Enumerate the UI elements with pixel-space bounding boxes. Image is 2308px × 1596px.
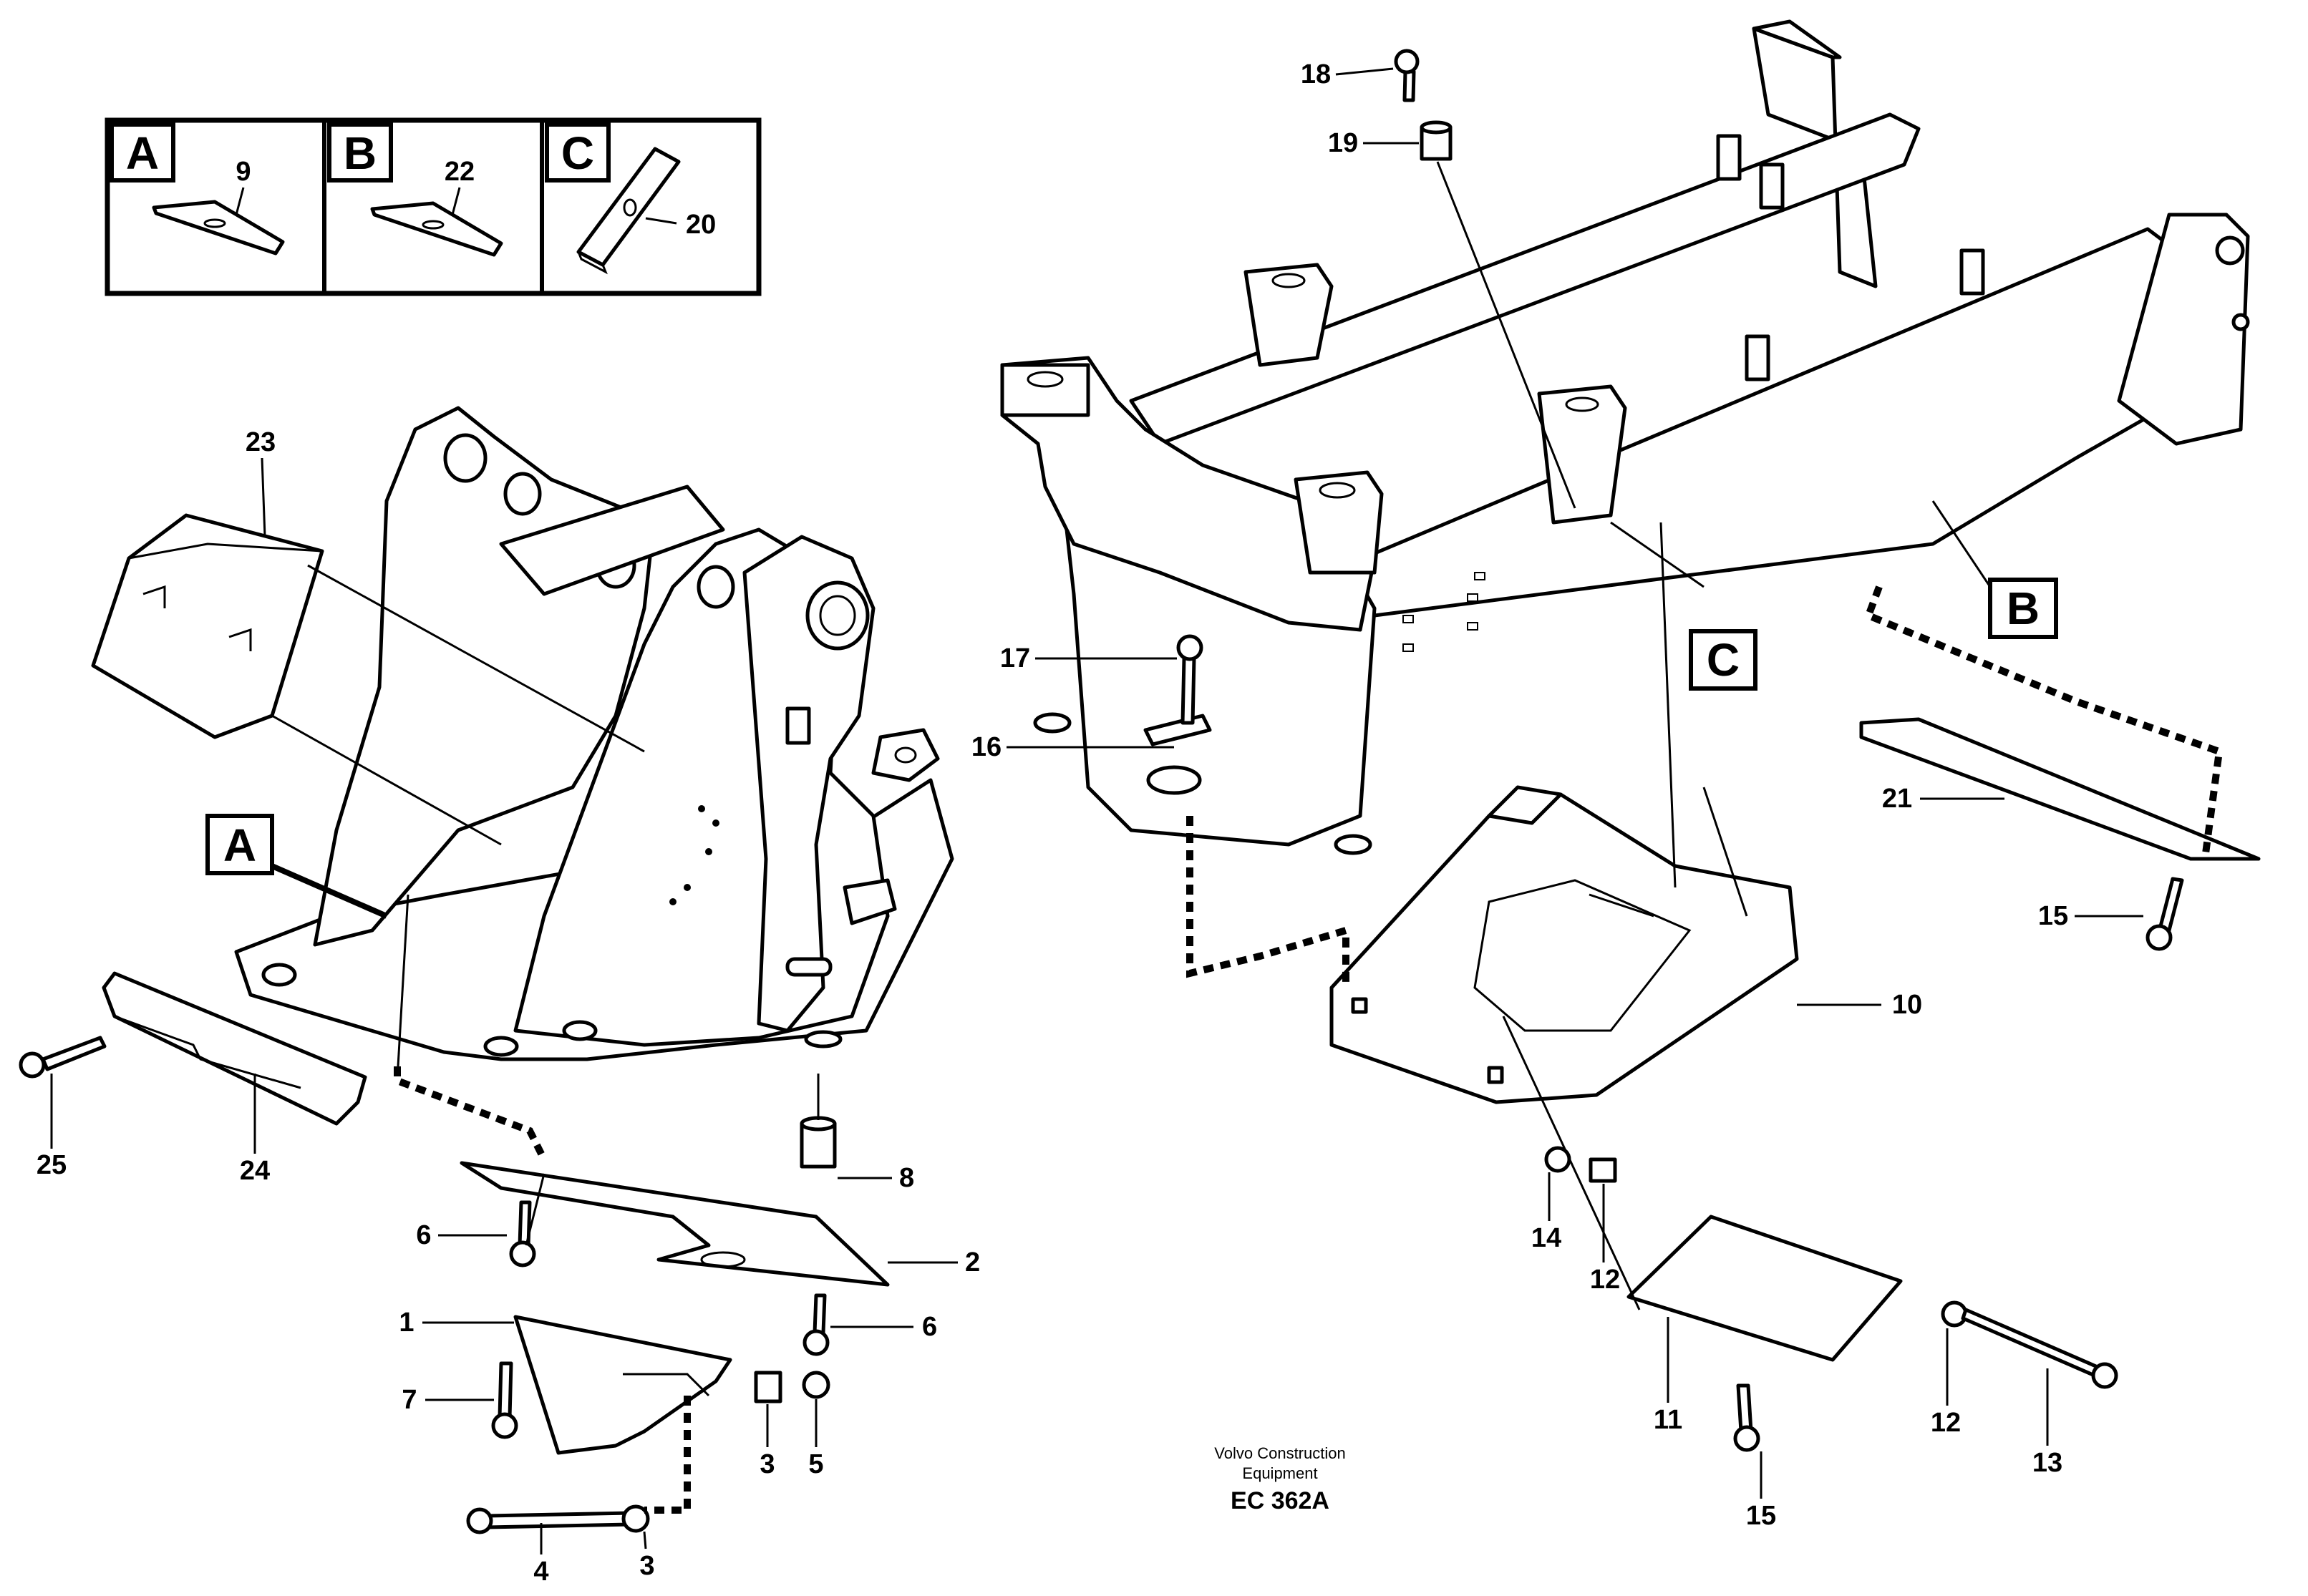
ref-box-a: A (205, 814, 388, 919)
callout-3-upper: 3 (760, 1449, 775, 1479)
callout-6-right: 6 (922, 1312, 937, 1342)
detail-box-b: B 22 (327, 122, 503, 257)
rear-frame-assembly (1000, 19, 2261, 1452)
detail-box-a-letter: A (126, 127, 159, 179)
callout-19: 19 (1328, 128, 1358, 158)
callout-11: 11 (1654, 1405, 1682, 1435)
callout-6-top: 6 (416, 1220, 431, 1250)
ref-box-c-letter: C (1707, 634, 1740, 686)
ref-box-a-letter: A (223, 819, 256, 871)
lower-left-parts (394, 894, 890, 1534)
footer-maker-line1: Volvo Construction (1214, 1444, 1345, 1462)
callout-25: 25 (37, 1150, 67, 1180)
callout-18: 18 (1301, 59, 1331, 89)
callout-4: 4 (533, 1557, 548, 1587)
callout-1: 1 (399, 1308, 414, 1338)
callout-8: 8 (899, 1163, 914, 1193)
detail-box-a-part: 9 (236, 157, 251, 187)
callout-15-upper: 15 (2038, 901, 2068, 931)
detail-box-c-letter: C (561, 127, 594, 179)
detail-box-c-part: 20 (686, 210, 716, 240)
callouts: 23 25 24 8 6 2 6 1 7 3 5 4 3 (37, 59, 2143, 1587)
callout-12-left: 12 (1590, 1265, 1620, 1295)
ref-box-b-letter: B (2007, 583, 2040, 634)
detail-box-c: C 20 (545, 122, 716, 275)
callout-5: 5 (808, 1449, 823, 1479)
callout-15-lower: 15 (1746, 1501, 1776, 1531)
drawing-footer: Volvo Construction Equipment EC 362A (1214, 1444, 1345, 1514)
front-frame-assembly (19, 406, 954, 1126)
detail-box-group: A 9 B 22 C 20 (105, 117, 762, 296)
callout-14: 14 (1531, 1223, 1561, 1253)
callout-16: 16 (971, 732, 1002, 762)
footer-drawing-code: EC 362A (1231, 1487, 1329, 1514)
callout-10: 10 (1892, 990, 1922, 1020)
callout-21: 21 (1882, 784, 1912, 814)
callout-7: 7 (402, 1385, 417, 1415)
callout-17: 17 (1000, 643, 1030, 673)
callout-12-right: 12 (1931, 1408, 1961, 1438)
callout-2: 2 (965, 1247, 980, 1278)
detail-box-b-letter: B (344, 127, 377, 179)
footer-maker-line2: Equipment (1242, 1464, 1317, 1482)
callout-13: 13 (2032, 1448, 2062, 1478)
ref-box-c: C (1689, 629, 1757, 691)
ref-box-b: B (1988, 578, 2058, 639)
detail-box-a: A 9 (110, 122, 285, 256)
callout-24: 24 (240, 1156, 270, 1186)
callout-23: 23 (246, 427, 276, 457)
detail-box-b-part: 22 (445, 157, 475, 187)
callout-3-lower: 3 (639, 1551, 654, 1581)
